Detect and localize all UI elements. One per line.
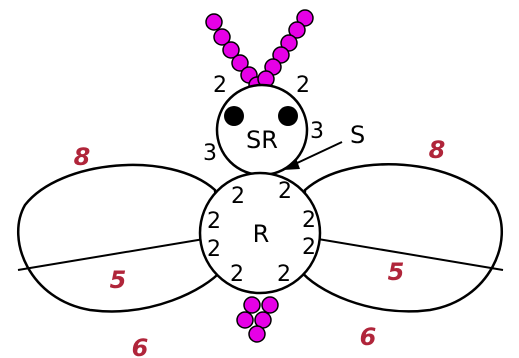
head-label: SR [246, 126, 278, 154]
antenna-bead [288, 21, 306, 39]
head-number-left: 3 [203, 141, 217, 166]
head-number-right: 3 [310, 119, 324, 144]
left-wing-bottom-number: 6 [132, 334, 149, 358]
right-wing-top-number: 8 [429, 136, 446, 164]
right-wing-bottom-number: 6 [360, 323, 377, 351]
body-number: 2 [230, 262, 244, 287]
antenna-bead [205, 13, 223, 31]
pointer-label: S [350, 121, 365, 149]
body-number: 2 [231, 184, 245, 209]
left-eye [224, 106, 244, 126]
antenna-bead [272, 46, 290, 64]
left-wing [16, 163, 224, 313]
right-wing-middle-number: 5 [388, 258, 405, 286]
right-wing [298, 163, 504, 313]
left-wing-divider [17, 237, 211, 271]
antenna-bead [280, 34, 298, 52]
pointer-line [294, 141, 343, 165]
left-wing-top-number: 8 [74, 143, 91, 171]
body-number: 2 [278, 179, 292, 204]
antenna-bead [231, 54, 249, 72]
right-eye [278, 106, 298, 126]
tail-bead [261, 296, 279, 314]
right-wing-divider [311, 237, 504, 271]
antennae [205, 9, 314, 94]
body-number: 2 [207, 237, 221, 262]
pointer-arrowhead [283, 158, 300, 170]
head-number-top-left: 2 [213, 73, 227, 98]
body-number: 2 [207, 209, 221, 234]
body-label: R [253, 220, 270, 248]
antenna-bead [222, 41, 240, 59]
body-number: 2 [302, 235, 316, 260]
tail-bead [243, 296, 261, 314]
tail-beads [236, 296, 279, 343]
body-number: 2 [302, 208, 316, 233]
tail-bead [236, 311, 254, 329]
head-number-top-right: 2 [296, 73, 310, 98]
body-number: 2 [277, 262, 291, 287]
body-circle [198, 171, 322, 295]
tail-bead [248, 325, 266, 343]
left-wing-middle-number: 5 [110, 266, 127, 294]
antenna-bead [213, 28, 231, 46]
antenna-bead [296, 9, 314, 27]
